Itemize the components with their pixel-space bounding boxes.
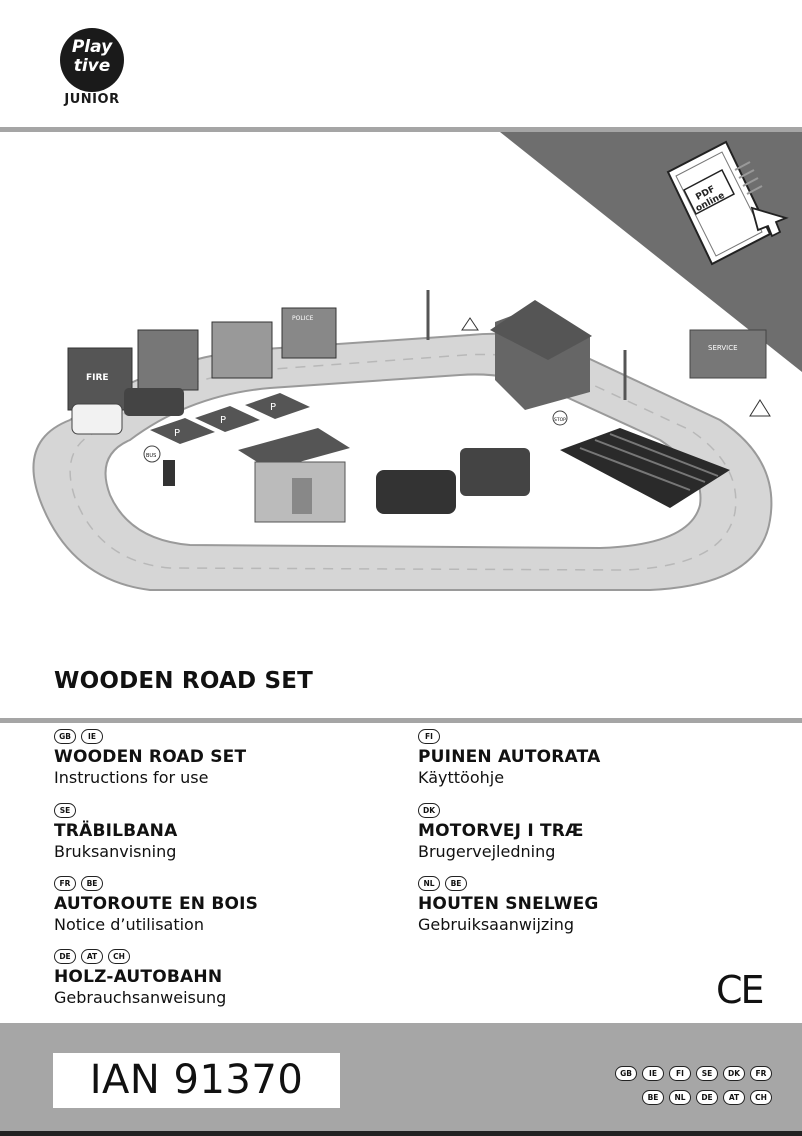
country-badge: CH (750, 1090, 772, 1105)
country-badge: IE (81, 728, 103, 744)
lang-subtitle: Käyttöohje (418, 768, 505, 787)
parking-label-3: P (270, 402, 276, 413)
country-badge: BE (642, 1090, 664, 1105)
country-badges: NL BE (418, 873, 599, 893)
service-label: SERVICE (708, 344, 738, 352)
country-badge: IE (642, 1066, 664, 1081)
lang-subtitle: Notice d’utilisation (54, 915, 204, 934)
country-badges: DE AT CH (54, 946, 226, 966)
ce-mark: CE (716, 968, 765, 1012)
country-badges: GB IE (54, 726, 246, 746)
lang-block-dk: DK MOTORVEJ I TRÆ Brugervejledning (418, 800, 584, 862)
country-badges: SE (54, 800, 177, 820)
lang-block-fi: FI PUINEN AUTORATA Käyttöohje (418, 726, 600, 788)
lang-subtitle: Gebruiksaanwijzing (418, 915, 575, 934)
country-badge: DK (418, 802, 440, 818)
lang-block-se: SE TRÄBILBANA Bruksanvisning (54, 800, 177, 862)
lang-title: HOLZ-AUTOBAHN (54, 967, 223, 987)
country-badge: FR (54, 875, 76, 891)
footer-badges-row-2: BE NL DE AT CH (642, 1090, 772, 1105)
lang-title: PUINEN AUTORATA (418, 747, 601, 767)
parking-label-2: P (220, 415, 226, 426)
footer-badges-row-1: GB IE FI SE DK FR (615, 1066, 772, 1081)
country-badges: FI (418, 726, 600, 746)
country-badge: DE (696, 1090, 718, 1105)
pdf-online-label: PDF online (686, 180, 731, 216)
country-badge: BE (445, 875, 467, 891)
lang-block-fr: FR BE AUTOROUTE EN BOIS Notice d’utilisa… (54, 873, 258, 935)
product-photo-wooden-road-set: P P P FIRE POLICE SERVICE BUS STOP (32, 290, 773, 591)
bus-sign-label: BUS (146, 453, 156, 459)
middle-divider (0, 718, 802, 723)
playtive-junior-logo: Play tive JUNIOR (54, 22, 130, 107)
country-badge: CH (108, 948, 130, 964)
lang-block-nl: NL BE HOUTEN SNELWEG Gebruiksaanwijzing (418, 873, 599, 935)
lang-title: MOTORVEJ I TRÆ (418, 821, 584, 841)
country-badge: FR (750, 1066, 772, 1081)
country-badge: FI (418, 728, 440, 744)
lang-subtitle: Gebrauchsanweisung (54, 988, 227, 1007)
lang-title: AUTOROUTE EN BOIS (54, 894, 259, 914)
country-badges: FR BE (54, 873, 258, 893)
logo-line-1: Play (71, 37, 113, 57)
country-badge: GB (615, 1066, 637, 1081)
country-badge: SE (54, 802, 76, 818)
bottom-divider (0, 1131, 802, 1136)
parking-tiles: P P P (150, 393, 310, 444)
country-badge: BE (81, 875, 103, 891)
ian-number: IAN 91370 (89, 1057, 304, 1103)
country-badge: GB (54, 728, 76, 744)
country-badge: NL (418, 875, 440, 891)
lang-subtitle: Bruksanvisning (54, 842, 177, 861)
country-badge: AT (81, 948, 103, 964)
country-badges: DK (418, 800, 584, 820)
country-badge: NL (669, 1090, 691, 1105)
country-badge: SE (696, 1066, 718, 1081)
lang-block-de: DE AT CH HOLZ-AUTOBAHN Gebrauchsanweisun… (54, 946, 226, 1008)
police-label: POLICE (292, 315, 314, 322)
lang-block-gb: GB IE WOODEN ROAD SET Instructions for u… (54, 726, 246, 788)
product-title: WOODEN ROAD SET (54, 668, 314, 694)
pdf-document-icon (666, 140, 789, 266)
logo-badge (60, 28, 124, 92)
fire-station-label: FIRE (86, 373, 109, 383)
lang-subtitle: Brugervejledning (418, 842, 556, 861)
logo-line-3: JUNIOR (64, 92, 120, 107)
logo-line-2: tive (73, 56, 111, 76)
ian-box: IAN 91370 (53, 1053, 340, 1108)
lang-subtitle: Instructions for use (54, 768, 209, 787)
country-badge: FI (669, 1066, 691, 1081)
lang-title: HOUTEN SNELWEG (418, 894, 599, 914)
country-badge: DE (54, 948, 76, 964)
stop-sign-label: STOP (554, 417, 566, 423)
parking-label-1: P (174, 428, 180, 439)
lang-title: TRÄBILBANA (54, 821, 178, 841)
top-divider (0, 127, 802, 132)
country-badge: DK (723, 1066, 745, 1081)
country-badge: AT (723, 1090, 745, 1105)
lang-title: WOODEN ROAD SET (54, 747, 247, 767)
